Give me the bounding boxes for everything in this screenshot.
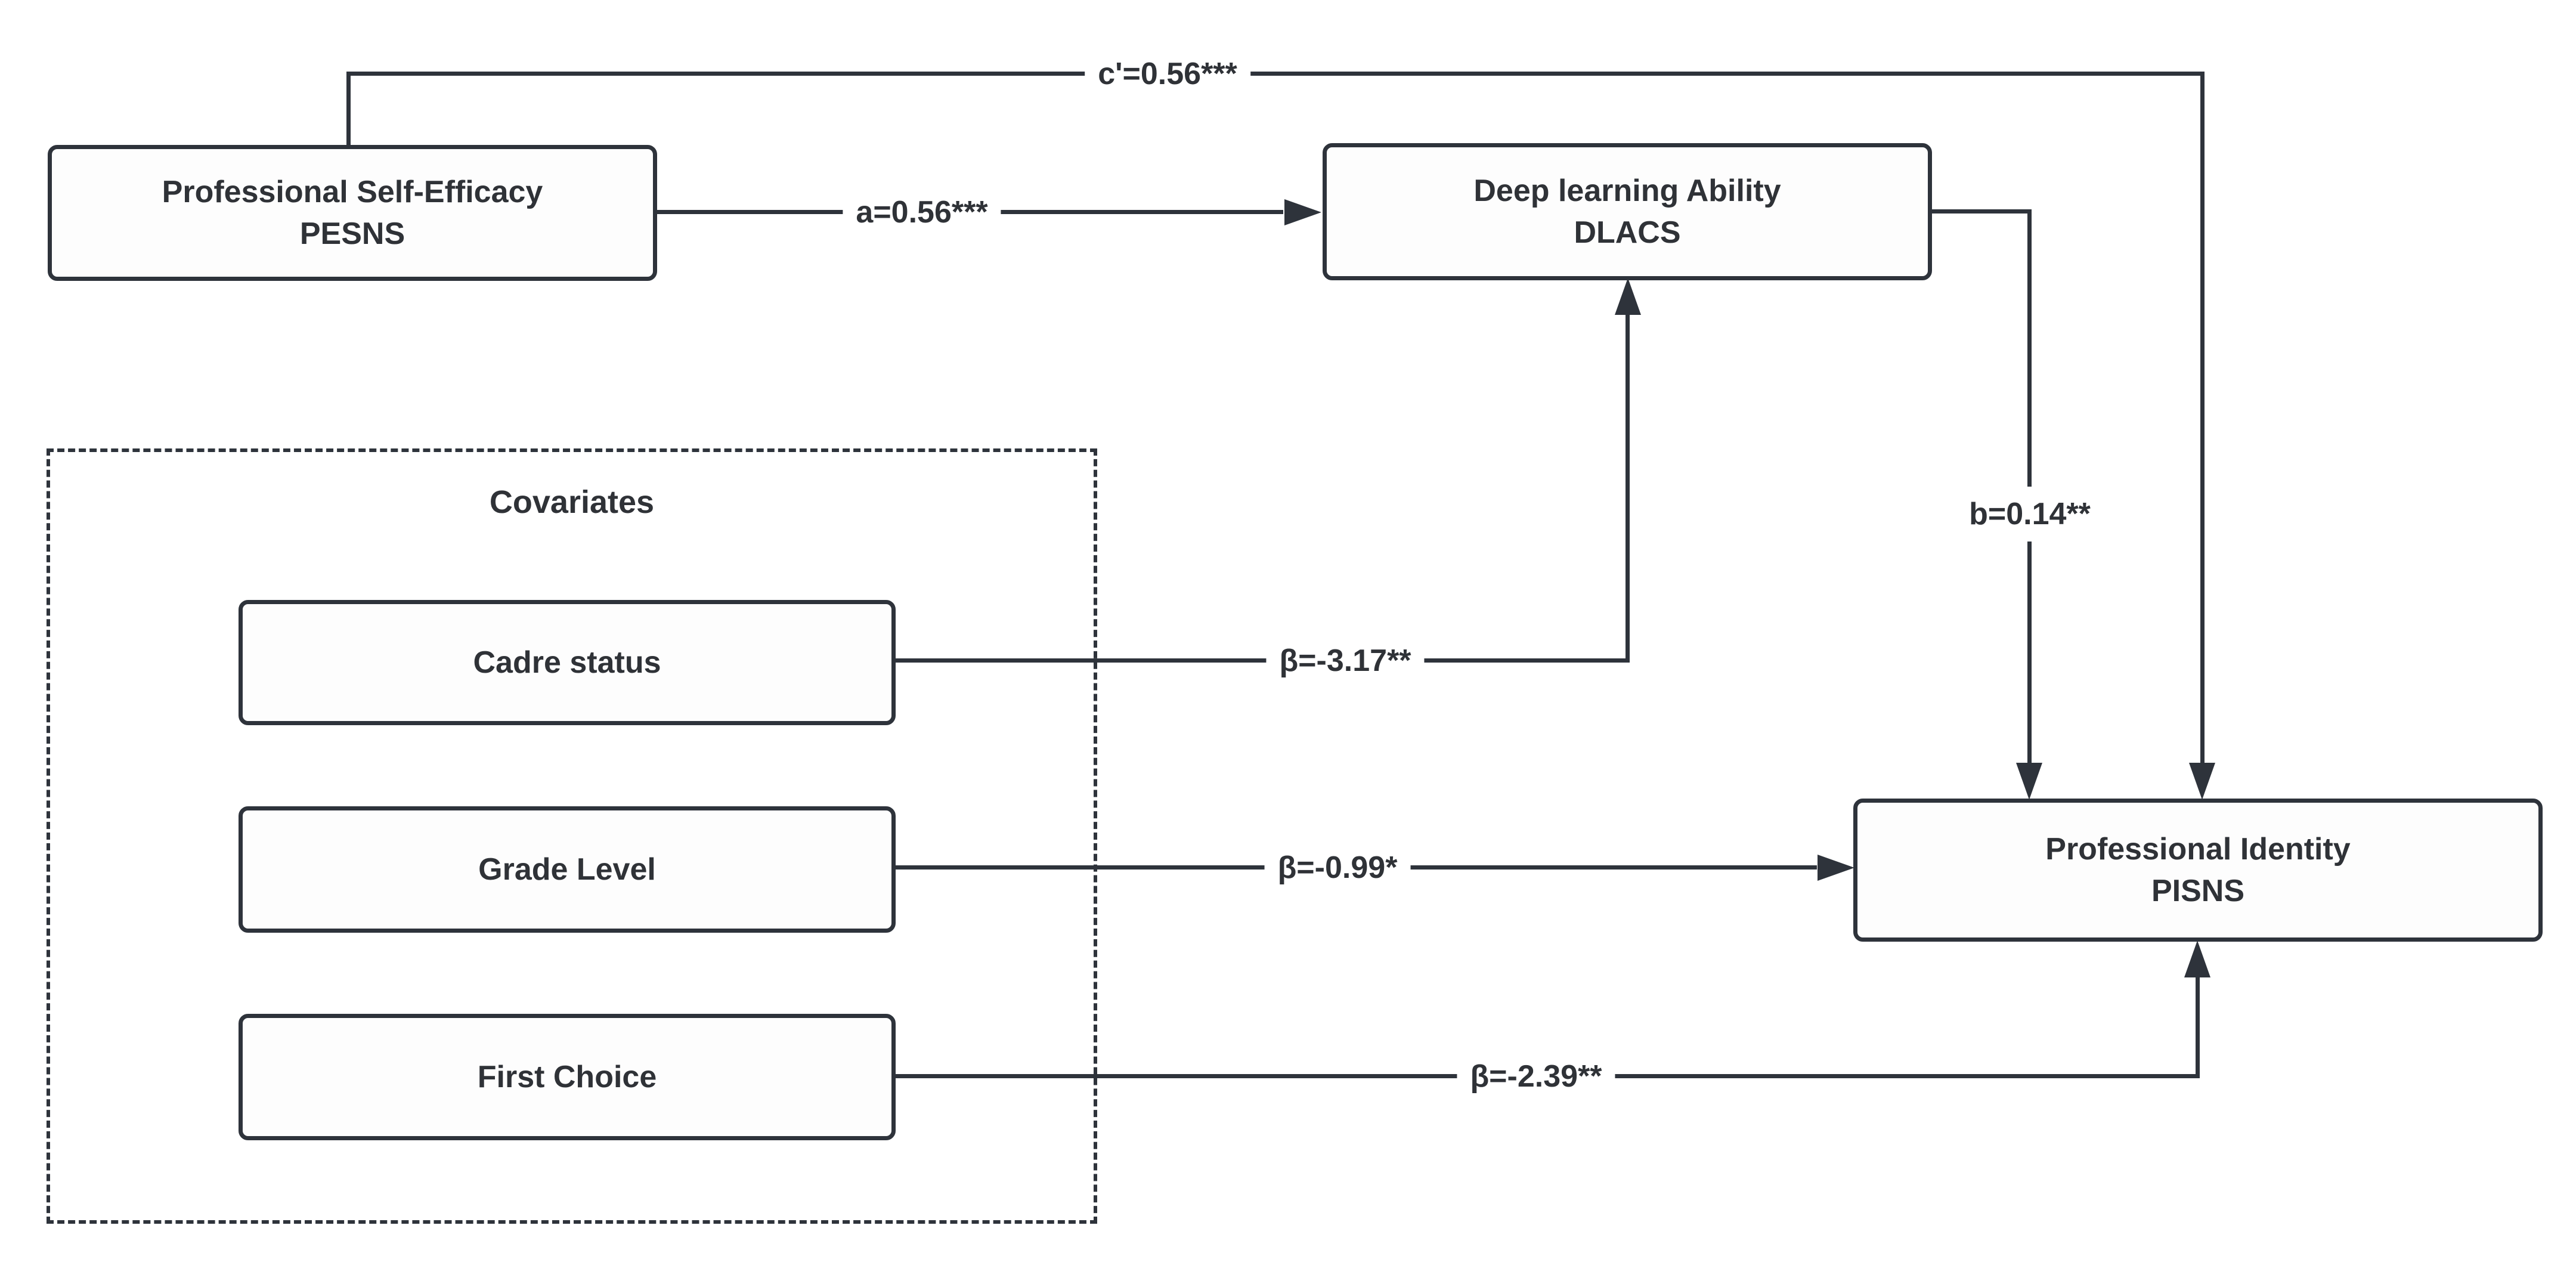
covariates-group-title: Covariates — [489, 484, 655, 520]
edge-first-choice-segment-up — [2196, 972, 2200, 1078]
edge-c-prime-segment-across — [346, 72, 2205, 76]
node-deep-learning-ability: Deep learning Ability DLACS — [1323, 143, 1932, 280]
edge-label-b: b=0.14** — [1961, 487, 2099, 542]
node-first-choice: First Choice — [239, 1014, 896, 1140]
edge-cadre-segment-across — [896, 658, 1630, 663]
edge-b-segment-across — [1932, 209, 2032, 214]
node-professional-identity: Professional Identity PISNS — [1853, 799, 2543, 942]
arrowhead-first-choice-into-pisns — [2184, 940, 2210, 977]
node-cadre-title: Cadre status — [473, 645, 661, 680]
edge-label-a: a=0.56*** — [843, 192, 1001, 233]
edge-label-beta-first-choice: β=-2.39** — [1457, 1056, 1615, 1097]
node-dlacs-title: Deep learning Ability — [1473, 174, 1781, 208]
arrowhead-c-prime-into-pisns — [2189, 763, 2215, 800]
arrowhead-b-into-pisns — [2016, 763, 2042, 800]
covariates-group-box — [47, 448, 1097, 1224]
edge-label-beta-grade: β=-0.99* — [1264, 847, 1411, 888]
arrowhead-a-into-dlacs — [1284, 199, 1321, 225]
edge-cadre-segment-up — [1626, 310, 1630, 663]
node-pesns-subtitle: PESNS — [299, 216, 405, 251]
edge-label-beta-cadre: β=-3.17** — [1266, 640, 1425, 681]
node-pesns-title: Professional Self-Efficacy — [162, 175, 543, 209]
node-first-title: First Choice — [477, 1060, 657, 1094]
node-cadre-status: Cadre status — [239, 600, 896, 725]
node-dlacs-subtitle: DLACS — [1574, 215, 1681, 250]
edge-c-prime-segment-up — [346, 72, 351, 147]
arrowhead-cadre-into-dlacs — [1615, 278, 1641, 315]
node-professional-self-efficacy: Professional Self-Efficacy PESNS — [48, 145, 657, 281]
edge-label-c-prime: c'=0.56*** — [1085, 54, 1250, 94]
node-pisns-subtitle: PISNS — [2151, 874, 2245, 908]
arrowhead-grade-into-pisns — [1818, 855, 1854, 881]
node-grade-level: Grade Level — [239, 806, 896, 933]
edge-c-prime-segment-down — [2200, 72, 2205, 766]
node-pisns-title: Professional Identity — [2045, 832, 2351, 867]
node-grade-title: Grade Level — [478, 852, 656, 887]
